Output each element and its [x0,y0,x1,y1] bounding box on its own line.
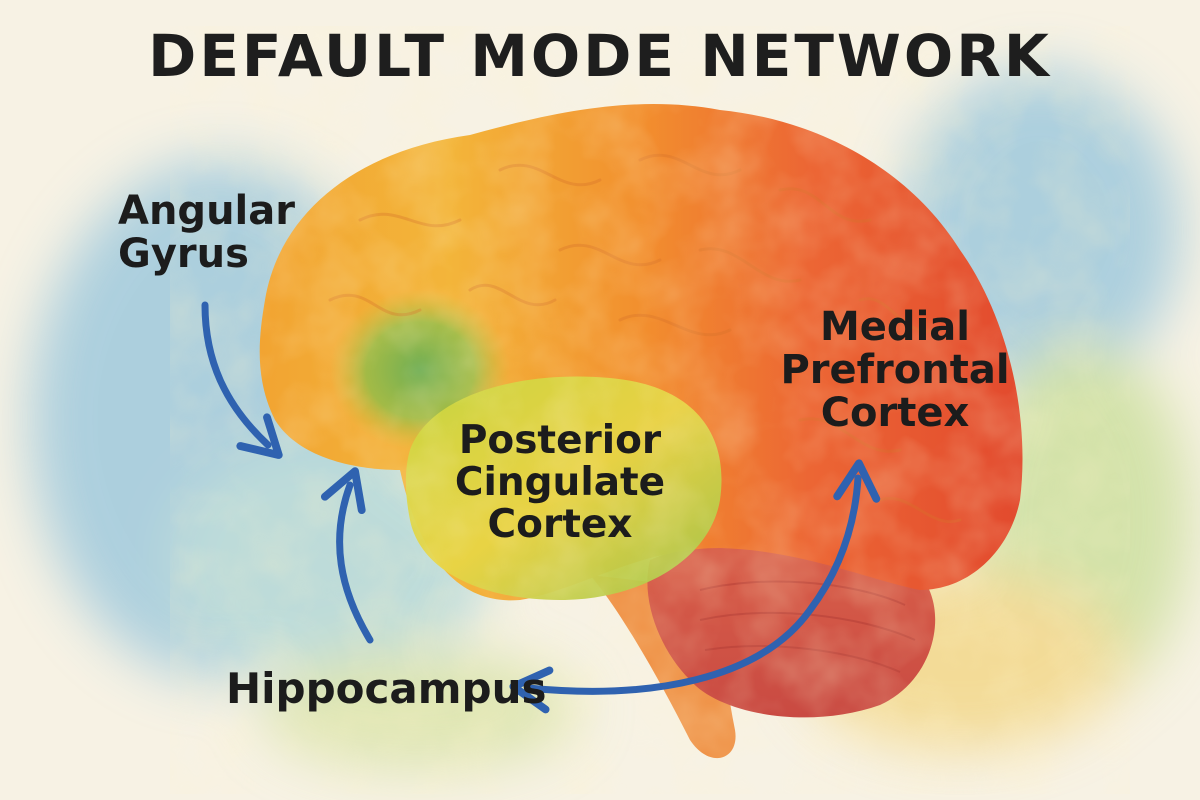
label-angular-gyrus: Angular Gyrus [118,188,295,278]
arrow-hippocampus-to-pcc [320,467,374,644]
arrow-angular-gyrus [201,301,283,459]
label-pcc-line-1: Posterior [458,418,662,463]
label-pcc-line-3: Cortex [487,502,633,548]
label-posterior-cingulate-cortex: Posterior Cingulate Cortex [440,418,680,548]
diagram-title: DEFAULT MODE NETWORK [148,22,1052,90]
label-mpfc-line-3: Cortex [820,390,970,437]
label-mpfc-line-1: Medial [820,304,970,350]
label-angular-gyrus-line-2: Gyrus [118,231,249,278]
label-medial-prefrontal-cortex: Medial Prefrontal Cortex [770,304,1020,437]
label-pcc-line-2: Cingulate [454,460,666,506]
label-mpfc-line-2: Prefrontal [780,347,1010,394]
label-hippocampus: Hippocampus [226,664,547,713]
arrow-hippocampus-to-mpfc [509,459,881,714]
label-angular-gyrus-line-1: Angular [118,188,295,234]
